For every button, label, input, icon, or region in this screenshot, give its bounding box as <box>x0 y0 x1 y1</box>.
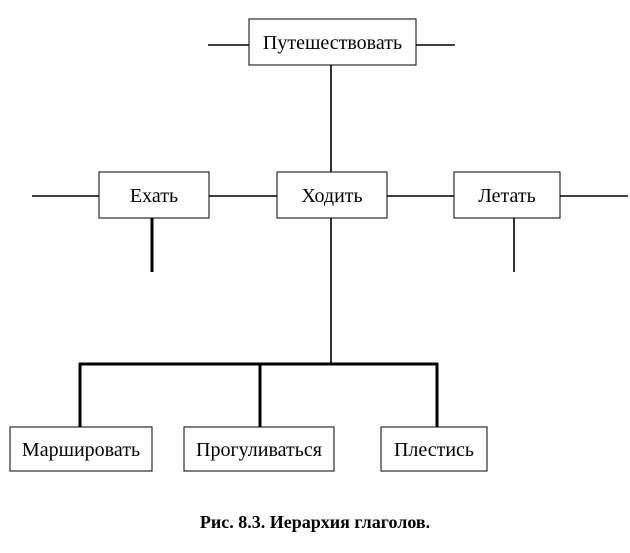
node-march-label: Маршировать <box>22 439 140 461</box>
node-trudge: Плестись <box>380 426 488 472</box>
node-fly-label: Летать <box>478 185 536 207</box>
node-trudge-label: Плестись <box>394 439 474 461</box>
figure-caption: Рис. 8.3. Иерархия глаголов. <box>199 512 431 532</box>
node-walk: Ходить <box>276 171 388 219</box>
node-march: Маршировать <box>9 426 153 472</box>
node-travel: Путешествовать <box>248 18 417 66</box>
node-ride-label: Ехать <box>130 185 178 207</box>
node-fly: Летать <box>453 171 561 219</box>
node-walk-label: Ходить <box>301 185 362 207</box>
node-stroll-label: Прогуливаться <box>196 439 322 461</box>
node-ride: Ехать <box>98 171 210 219</box>
node-stroll: Прогуливаться <box>183 426 335 472</box>
connectors <box>32 44 628 427</box>
node-travel-label: Путешествовать <box>263 32 402 54</box>
